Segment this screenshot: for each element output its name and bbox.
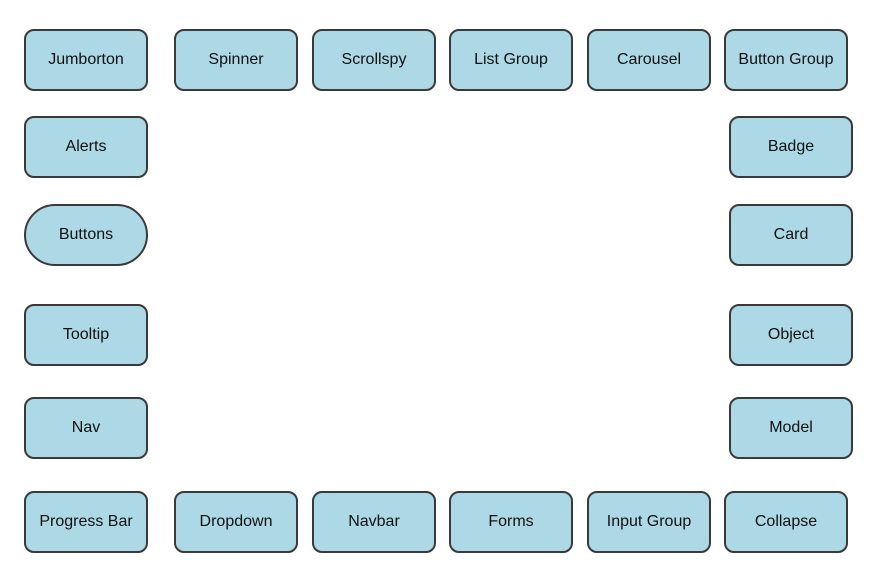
object-button[interactable]: Object <box>729 304 853 366</box>
buttons-button[interactable]: Buttons <box>24 204 148 266</box>
alerts-button[interactable]: Alerts <box>24 116 148 178</box>
model-button[interactable]: Model <box>729 397 853 459</box>
nav-button[interactable]: Nav <box>24 397 148 459</box>
list-group-button-label: List Group <box>474 51 548 68</box>
dropdown-button-label: Dropdown <box>199 513 273 530</box>
card-button-label: Card <box>773 226 809 243</box>
scrollspy-button-label: Scrollspy <box>341 51 407 68</box>
card-button[interactable]: Card <box>729 204 853 266</box>
badge-button-label: Badge <box>767 138 815 155</box>
collapse-button[interactable]: Collapse <box>724 491 848 553</box>
progress-bar-button-label: Progress Bar <box>39 513 133 530</box>
list-group-button[interactable]: List Group <box>449 29 573 91</box>
input-group-button[interactable]: Input Group <box>587 491 711 553</box>
navbar-button-label: Navbar <box>348 513 400 530</box>
jumborton-button-label: Jumborton <box>48 51 124 68</box>
tooltip-button-label: Tooltip <box>62 326 110 343</box>
dropdown-button[interactable]: Dropdown <box>174 491 298 553</box>
model-button-label: Model <box>769 419 813 436</box>
buttons-button-label: Buttons <box>58 226 114 243</box>
spinner-button[interactable]: Spinner <box>174 29 298 91</box>
input-group-button-label: Input Group <box>606 513 692 530</box>
button-group-button-label: Button Group <box>738 51 834 68</box>
tooltip-button[interactable]: Tooltip <box>24 304 148 366</box>
forms-button[interactable]: Forms <box>449 491 573 553</box>
button-group-button[interactable]: Button Group <box>724 29 848 91</box>
navbar-button[interactable]: Navbar <box>312 491 436 553</box>
collapse-button-label: Collapse <box>754 513 818 530</box>
forms-button-label: Forms <box>488 513 534 530</box>
nav-button-label: Nav <box>71 419 101 436</box>
carousel-button-label: Carousel <box>616 51 682 68</box>
badge-button[interactable]: Badge <box>729 116 853 178</box>
spinner-button-label: Spinner <box>208 51 264 68</box>
progress-bar-button[interactable]: Progress Bar <box>24 491 148 553</box>
scrollspy-button[interactable]: Scrollspy <box>312 29 436 91</box>
alerts-button-label: Alerts <box>65 138 107 155</box>
carousel-button[interactable]: Carousel <box>587 29 711 91</box>
jumborton-button[interactable]: Jumborton <box>24 29 148 91</box>
object-button-label: Object <box>767 326 815 343</box>
